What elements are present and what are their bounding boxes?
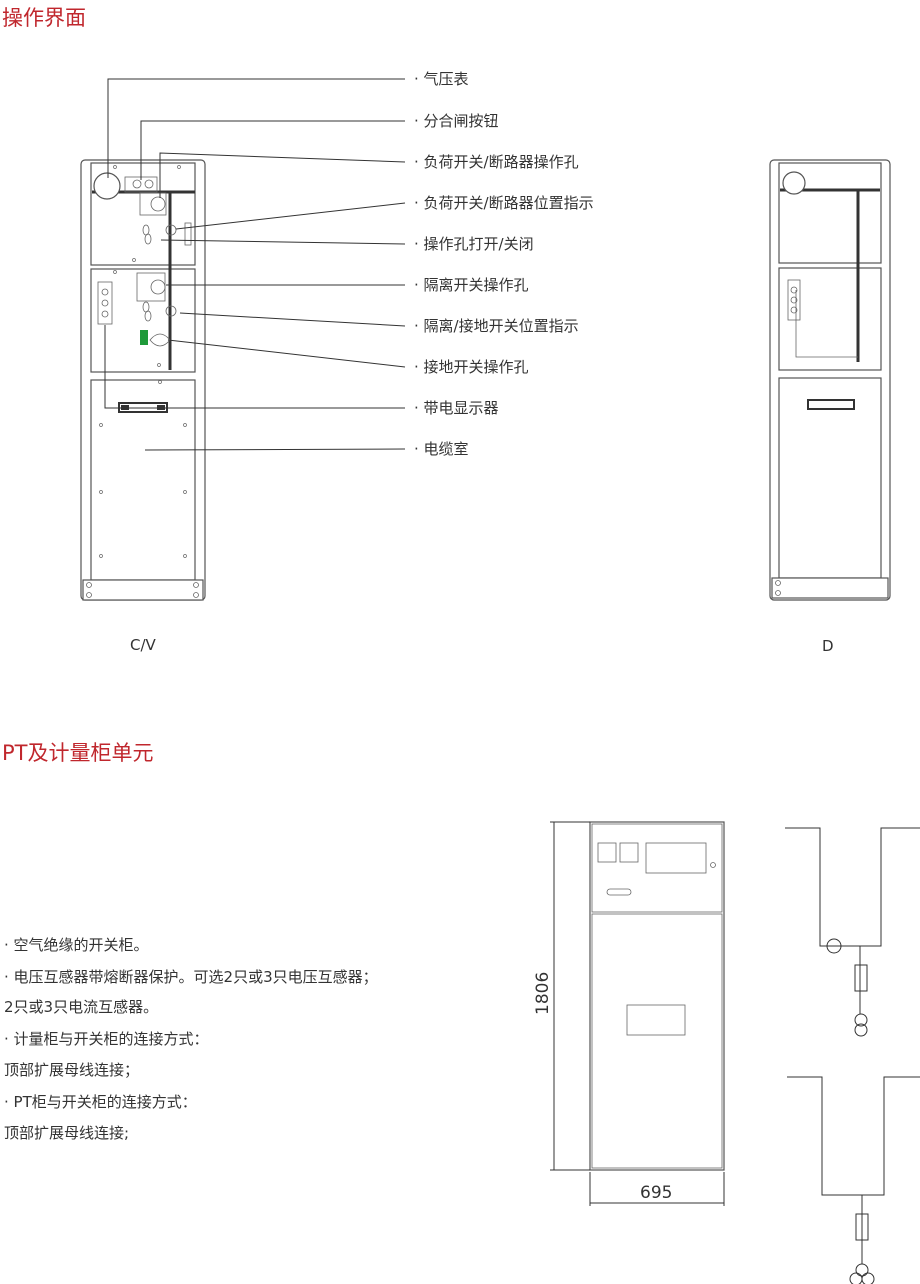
section-title-operation: 操作界面 xyxy=(2,6,86,30)
callout-leaders xyxy=(104,78,406,451)
feature-item: 顶部扩展母线连接； xyxy=(4,1061,140,1079)
callout-earthing-operation-hole: · 接地开关操作孔 xyxy=(414,358,529,376)
callout-live-display: · 带电显示器 xyxy=(414,399,499,417)
callout-open-close-button: · 分合闸按钮 xyxy=(414,112,499,130)
pt-cabinet xyxy=(589,821,725,1171)
feature-item: · 空气绝缘的开关柜。 xyxy=(4,936,149,954)
cabinet-label-cv: C/V xyxy=(130,636,157,654)
dimension-lines xyxy=(550,821,725,1206)
single-line-diagram-metering xyxy=(787,1076,920,1284)
callout-disconnector-operation-hole: · 隔离开关操作孔 xyxy=(414,276,529,294)
cabinet-cv xyxy=(80,159,206,601)
callout-breaker-operation-hole: · 负荷开关/断路器操作孔 xyxy=(414,153,579,171)
dimension-height: 1806 xyxy=(533,972,553,1015)
single-line-diagram-pt xyxy=(785,827,920,1037)
feature-item: 顶部扩展母线连接; xyxy=(4,1124,130,1142)
callout-hole-open-close: · 操作孔打开/关闭 xyxy=(414,235,534,253)
dimension-width: 695 xyxy=(640,1183,672,1203)
callout-breaker-position-indicator: · 负荷开关/断路器位置指示 xyxy=(414,194,594,212)
feature-item: · PT柜与开关柜的连接方式： xyxy=(4,1093,197,1111)
feature-item: · 电压互感器带熔断器保护。可选2只或3只电压互感器； xyxy=(4,968,378,986)
cabinet-label-d: D xyxy=(822,637,834,655)
feature-item: · 计量柜与开关柜的连接方式： xyxy=(4,1030,209,1048)
feature-item: 2只或3只电流互感器。 xyxy=(4,998,159,1016)
green-indicator xyxy=(140,330,148,345)
live-display-panel xyxy=(97,281,113,325)
callout-pressure-gauge: · 气压表 xyxy=(414,70,469,88)
callout-earthing-position-indicator: · 隔离/接地开关位置指示 xyxy=(414,317,579,335)
pressure-gauge-icon xyxy=(93,172,121,200)
callout-labels: · 气压表 · 分合闸按钮 · 负荷开关/断路器操作孔 · 负荷开关/断路器位置… xyxy=(414,70,594,458)
cabinet-d xyxy=(769,159,891,601)
section-title-pt-unit: PT及计量柜单元 xyxy=(2,741,154,765)
callout-cable-room: · 电缆室 xyxy=(414,440,469,458)
